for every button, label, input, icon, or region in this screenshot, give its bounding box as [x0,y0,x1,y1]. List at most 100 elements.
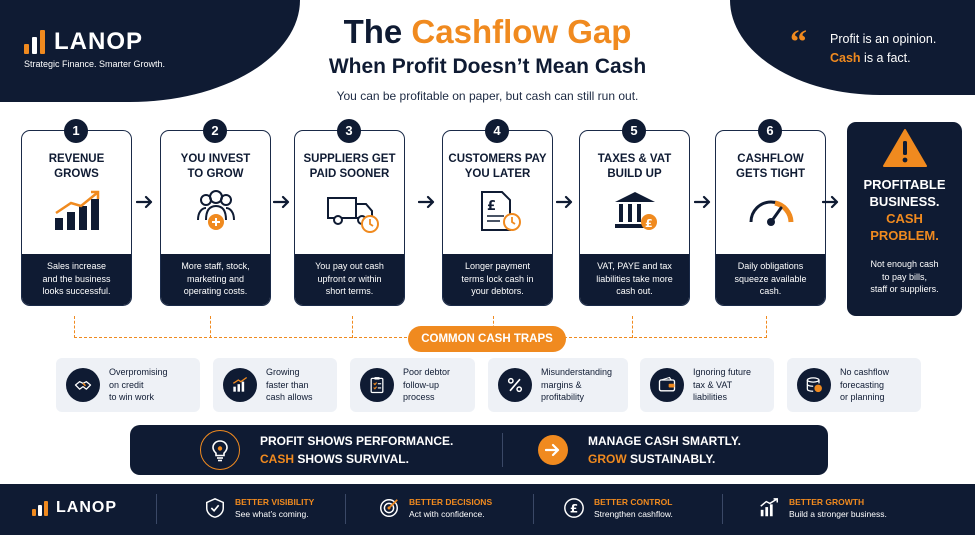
cash-trap-text: Misunderstanding margins & profitability [541,367,613,403]
arrow-right-icon [556,195,573,209]
common-cash-traps-label: COMMON CASH TRAPS [408,326,566,352]
step-description: VAT, PAYE and tax liabilities take more … [580,254,689,305]
percent-icon [507,377,523,393]
cash-trap-text: Overpromising on credit to win work [109,367,168,403]
header-quote: Profit is an opinion. Cash is a fact. [830,32,937,65]
step-card: TAXES & VAT BUILD UP £ VAT, PAYE and tax l… [579,130,690,306]
connector-dash [210,316,211,338]
logo-mark-icon [32,501,48,516]
delivery-truck-clock-icon [326,197,379,233]
final-outcome-card: PROFITABLE BUSINESS. CASH PROBLEM. Not e… [847,122,962,316]
step-description: Longer payment terms lock cash in your d… [443,254,552,305]
coin-stack-icon [806,377,822,393]
footer-divider [533,494,534,524]
step-description: Daily obligations squeeze available cash… [716,254,825,305]
cash-trap-item: Misunderstanding margins & profitability [488,358,628,412]
growth-arrow-icon [760,498,778,517]
banner-divider [502,433,503,467]
cash-trap-text: No cashflow forecasting or planning [840,367,890,403]
banner-left-message: PROFIT SHOWS PERFORMANCE. CASH SHOWS SUR… [260,434,454,466]
connector-dash [632,316,633,338]
step-title: CUSTOMERS PAY YOU LATER [448,153,547,180]
brand-tagline: Strategic Finance. Smarter Growth. [24,59,166,69]
footer-benefit-title: BETTER GROWTH [789,497,865,507]
people-plus-icon [196,190,235,230]
step-number-badge: 5 [622,119,646,143]
step-card: SUPPLIERS GET PAID SOONER You pay out cas… [294,130,405,306]
footer-benefit-item: £ BETTER CONTROL Strengthen cashflow. [563,496,673,520]
arrow-right-icon [822,195,839,209]
footer-benefit-title: BETTER VISIBILITY [235,497,315,507]
cash-trap-text: Poor debtor follow-up process [403,367,451,403]
arrow-right-icon [418,195,435,209]
brand-name: LANOP [54,28,143,55]
footer-benefit-item: BETTER VISIBILITY See what’s coming. [204,496,314,520]
wallet-icon [658,376,676,392]
footer-benefit-title: BETTER DECISIONS [409,497,493,507]
cash-trap-item: Poor debtor follow-up process [350,358,475,412]
clipboard-checklist-icon [370,377,384,394]
footer-divider [345,494,346,524]
pound-coin-icon: £ [564,498,584,518]
step-number-badge: 3 [337,119,361,143]
cash-trap-item: Overpromising on credit to win work [56,358,200,412]
step-title: TAXES & VAT BUILD UP [597,153,672,180]
step-description: More staff, stock, marketing and operati… [161,254,270,305]
footer-benefit-subtitle: Act with confidence. [409,509,485,519]
footer-benefit-subtitle: Build a stronger business. [789,509,887,519]
connector-dash [352,316,353,338]
final-outcome-desc: Not enough cash to pay bills, staff or s… [870,259,939,294]
footer-benefit-subtitle: Strengthen cashflow. [594,509,673,519]
bank-pound-icon: £ [614,192,657,230]
page-tagline: You can be profitable on paper, but cash… [336,89,639,103]
step-card: REVENUE GROWS Sales increase and the busi… [21,130,132,306]
step-card: YOU INVEST TO GROW More staff, stock, mar… [160,130,271,306]
footer-divider [156,494,157,524]
step-card: CUSTOMERS PAY YOU LATER £ Longer payment t… [442,130,553,306]
step-number-badge: 4 [485,119,509,143]
step-title: REVENUE GROWS [48,153,105,180]
step-title: SUPPLIERS GET PAID SOONER [303,153,396,180]
step-number-badge: 6 [758,119,782,143]
footer-divider [722,494,723,524]
cash-trap-text: Growing faster than cash allows [266,367,313,403]
bar-chart-rising-icon [54,190,99,230]
footer-benefit-subtitle: See what’s coming. [235,509,309,519]
invoice-clock-icon: £ [480,191,521,231]
arrow-right-icon [136,195,153,209]
footer-benefit-item: BETTER DECISIONS Act with confidence. [378,496,492,520]
svg-text:£: £ [570,502,578,516]
brand-logo: LANOP [24,30,143,54]
step-card: CASHFLOW GETS TIGHT Daily obligations squ… [715,130,826,306]
step-description: You pay out cash upfront or within short… [295,254,404,305]
step-number-badge: 2 [203,119,227,143]
step-title: CASHFLOW GETS TIGHT [736,153,805,180]
step-title: YOU INVEST TO GROW [180,153,251,180]
cash-trap-item: Ignoring future tax & VAT liabilities [640,358,774,412]
page-title: The Cashflow Gap [343,13,632,50]
target-icon [380,499,398,517]
footer-brand-name: LANOP [56,499,117,516]
cash-trap-item: No cashflow forecasting or planning [787,358,921,412]
key-message-banner: PROFIT SHOWS PERFORMANCE. CASH SHOWS SUR… [130,425,828,475]
handshake-icon [74,381,92,390]
cash-trap-text: Ignoring future tax & VAT liabilities [693,367,752,403]
step-description: Sales increase and the business looks su… [22,254,131,305]
growth-chart-icon [232,376,248,392]
step-number-badge: 1 [64,119,88,143]
gauge-icon [749,200,793,226]
warning-triangle-icon [882,129,927,167]
final-outcome-title: PROFITABLE BUSINESS. CASH PROBLEM. [863,177,946,243]
svg-text:£: £ [645,217,653,230]
footer-logo: LANOP [32,500,117,516]
shield-check-icon [206,498,224,518]
footer-bar [0,484,975,535]
svg-text:£: £ [487,199,496,214]
cash-trap-item: Growing faster than cash allows [213,358,337,412]
arrow-right-icon [273,195,290,209]
banner-right-message: MANAGE CASH SMARTLY. GROW SUSTAINABLY. [588,434,741,466]
logo-mark-icon [24,30,45,54]
page-subtitle: When Profit Doesn’t Mean Cash [328,55,647,78]
arrow-right-icon [538,435,568,465]
footer-benefit-title: BETTER CONTROL [594,497,673,507]
